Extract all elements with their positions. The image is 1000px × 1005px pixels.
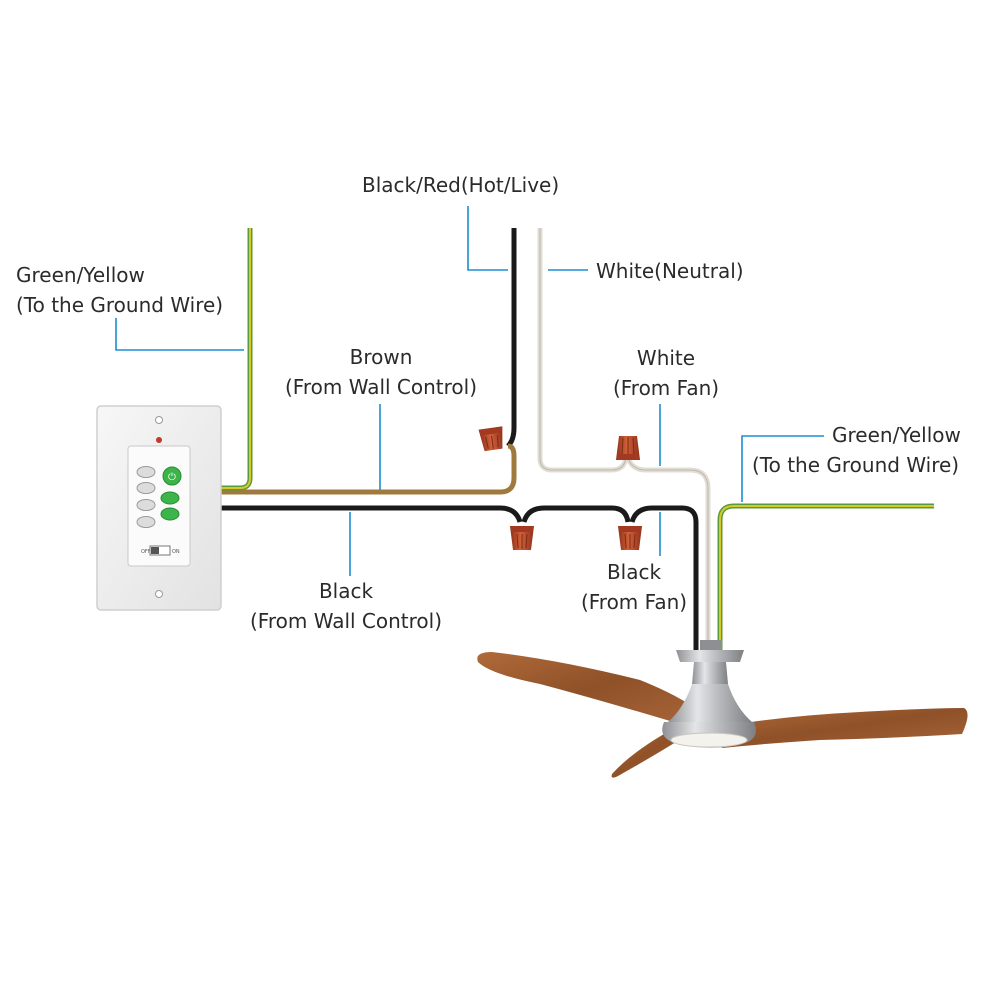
wall-control: ⏻ OFF ON — [96, 405, 222, 611]
speed-button-1[interactable] — [136, 466, 156, 478]
light-dim-button[interactable] — [160, 507, 180, 521]
black-fan-wire — [629, 505, 699, 650]
fan-canopy — [676, 650, 744, 662]
leader-ground-right — [741, 435, 824, 502]
ceiling-fan — [477, 640, 968, 778]
wire-nut-black-wall — [510, 526, 534, 550]
neutral-wire-outline — [539, 228, 627, 471]
speed-button-3[interactable] — [136, 499, 156, 511]
wire-nut-black-fan — [618, 526, 642, 550]
ground-right-wire — [717, 503, 934, 650]
fan-light-lens — [670, 732, 748, 748]
ground-right-wire-stripe — [719, 505, 934, 650]
label-black-fan-line1: Black — [606, 560, 662, 584]
plate-screw-top — [155, 416, 163, 424]
hot-wire — [506, 228, 517, 448]
light-button[interactable] — [160, 491, 180, 505]
ground-left-wire — [220, 228, 253, 491]
ground-left-wire-stripe — [220, 228, 251, 489]
label-black-wall-line1: Black — [318, 579, 374, 603]
fan-motor-housing — [668, 684, 752, 722]
wire-nut-hot-brown — [478, 426, 503, 452]
white-fan-wire-outline — [627, 457, 709, 650]
switch-on-label: ON — [172, 549, 180, 555]
slide-switch-knob — [151, 547, 159, 554]
black-wall-wire — [220, 505, 523, 523]
leader-hot — [467, 206, 508, 271]
label-ground-left-line2: (To the Ground Wire) — [16, 293, 224, 317]
power-button[interactable] — [162, 466, 182, 486]
black-link-wire — [521, 505, 631, 523]
speed-button-2[interactable] — [136, 482, 156, 494]
power-icon: ⏻ — [168, 472, 176, 483]
indicator-led — [156, 437, 162, 443]
wire-nut-white — [616, 436, 640, 460]
fan-downrod — [700, 640, 722, 650]
fan-blade-right — [712, 708, 968, 748]
label-ground-left-line1: Green/Yellow — [16, 263, 145, 287]
plate-screw-bottom — [155, 590, 163, 598]
label-ground-right-line1: Green/Yellow — [832, 423, 961, 447]
brown-wire — [220, 443, 517, 495]
label-black-wall-line2: (From Wall Control) — [249, 609, 443, 633]
label-hot-wire: Black/Red(Hot/Live) — [362, 173, 560, 197]
label-brown-line2: (From Wall Control) — [284, 375, 478, 399]
label-white-fan-line1: White — [636, 346, 696, 370]
fan-off-button[interactable] — [136, 516, 156, 528]
label-black-fan-line2: (From Fan) — [580, 590, 688, 614]
label-neutral-wire: White(Neutral) — [596, 259, 744, 283]
label-brown-line1: Brown — [349, 345, 413, 369]
fan-neck — [692, 662, 728, 684]
fan-blade-left — [477, 652, 700, 724]
label-ground-right-line2: (To the Ground Wire) — [752, 453, 960, 477]
fan-blade-bottom — [611, 734, 676, 778]
label-white-fan-line2: (From Fan) — [612, 376, 720, 400]
switch-off-label: OFF — [141, 549, 151, 555]
leader-ground-left — [115, 318, 244, 351]
slide-switch[interactable] — [149, 545, 171, 556]
